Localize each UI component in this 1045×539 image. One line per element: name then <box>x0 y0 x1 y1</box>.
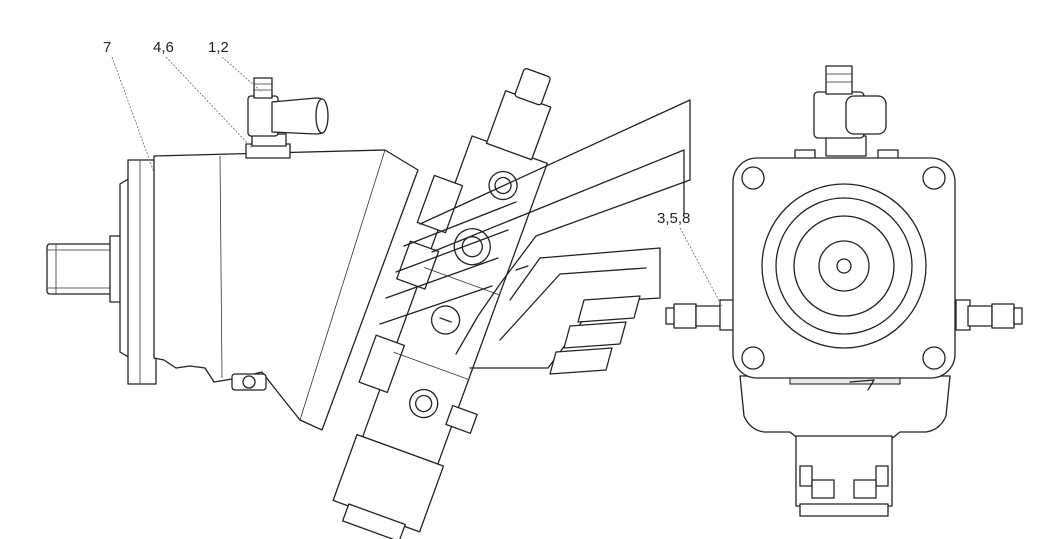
front-lower-body <box>739 375 951 517</box>
output-shaft <box>46 235 125 303</box>
front-flange <box>732 157 956 379</box>
callout-7: 7 <box>103 39 112 56</box>
side-ports <box>665 299 1023 331</box>
front-view <box>665 65 1023 517</box>
main-housing <box>153 149 419 431</box>
front-top-fitting <box>794 65 899 161</box>
callout-1-2: 1,2 <box>208 39 229 56</box>
section-lines <box>379 99 691 375</box>
mounting-flange <box>119 159 157 385</box>
control-block <box>332 68 552 539</box>
leader-lines <box>111 56 723 307</box>
callout-3-5-8: 3,5,8 <box>657 210 691 227</box>
side-view <box>46 68 691 539</box>
callout-4-6: 4,6 <box>153 39 174 56</box>
top-fitting <box>245 77 329 159</box>
